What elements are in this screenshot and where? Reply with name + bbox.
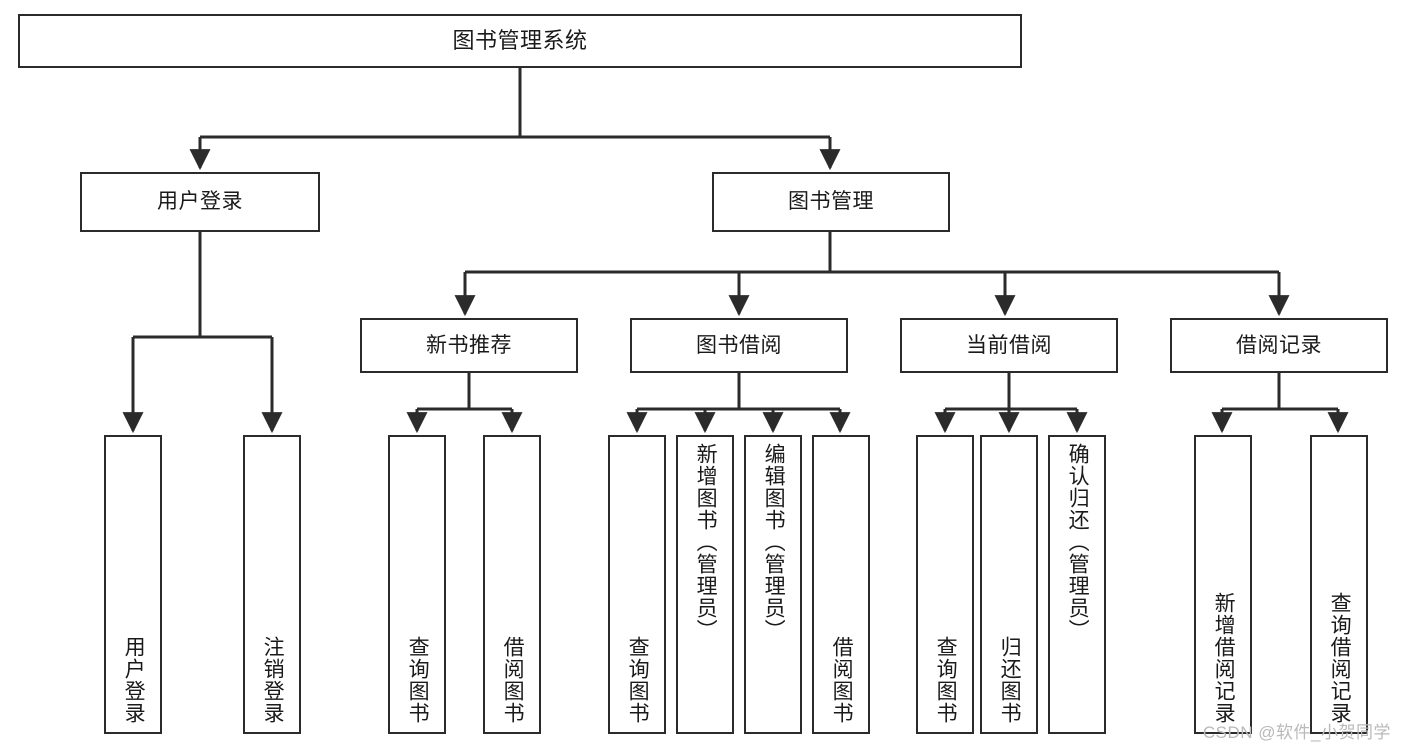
node-user-login-label: 用户登录 — [157, 190, 243, 214]
leaf-confirm-return-admin[interactable]: 确认归还（管理员） — [1048, 435, 1106, 734]
node-book-management-label: 图书管理 — [788, 190, 874, 214]
leaf-user-login[interactable]: 用户登录 — [104, 435, 162, 734]
leaf-query-book-new-label: 查询图书 — [406, 636, 430, 724]
leaf-edit-book-admin[interactable]: 编辑图书（管理员） — [744, 435, 802, 734]
leaf-logout-label: 注销登录 — [261, 636, 285, 724]
leaf-return-book[interactable]: 归还图书 — [980, 435, 1038, 734]
leaf-add-borrow-record-label: 新增借阅记录 — [1212, 592, 1236, 724]
leaf-query-book-current[interactable]: 查询图书 — [916, 435, 974, 734]
node-root[interactable]: 图书管理系统 — [18, 14, 1022, 68]
node-borrow-record-label: 借阅记录 — [1236, 333, 1322, 357]
node-book-management[interactable]: 图书管理 — [712, 172, 950, 232]
node-root-label: 图书管理系统 — [452, 27, 588, 53]
leaf-borrow-book-label: 借阅图书 — [830, 636, 854, 724]
leaf-user-login-label: 用户登录 — [122, 636, 146, 724]
leaf-query-book-new[interactable]: 查询图书 — [388, 435, 446, 734]
leaf-return-book-label: 归还图书 — [998, 636, 1022, 724]
node-new-book-recommend[interactable]: 新书推荐 — [360, 318, 578, 373]
node-book-borrow-label: 图书借阅 — [696, 333, 782, 357]
leaf-query-book-borrow[interactable]: 查询图书 — [608, 435, 666, 734]
node-book-borrow[interactable]: 图书借阅 — [630, 318, 848, 373]
leaf-add-book-admin-label: 新增图书（管理员） — [694, 443, 718, 641]
leaf-add-borrow-record[interactable]: 新增借阅记录 — [1194, 435, 1252, 734]
leaf-query-book-current-label: 查询图书 — [934, 636, 958, 724]
leaf-query-borrow-record-label: 查询借阅记录 — [1328, 592, 1352, 724]
node-new-book-recommend-label: 新书推荐 — [426, 333, 512, 357]
node-user-login[interactable]: 用户登录 — [80, 172, 320, 232]
leaf-logout[interactable]: 注销登录 — [243, 435, 301, 734]
node-current-borrow-label: 当前借阅 — [966, 333, 1052, 357]
leaf-confirm-return-admin-label: 确认归还（管理员） — [1066, 443, 1090, 641]
leaf-borrow-book-new-label: 借阅图书 — [501, 636, 525, 724]
node-borrow-record[interactable]: 借阅记录 — [1170, 318, 1388, 373]
leaf-query-borrow-record[interactable]: 查询借阅记录 — [1310, 435, 1368, 734]
leaf-borrow-book[interactable]: 借阅图书 — [812, 435, 870, 734]
leaf-add-book-admin[interactable]: 新增图书（管理员） — [676, 435, 734, 734]
leaf-query-book-borrow-label: 查询图书 — [626, 636, 650, 724]
node-current-borrow[interactable]: 当前借阅 — [900, 318, 1118, 373]
leaf-edit-book-admin-label: 编辑图书（管理员） — [762, 443, 786, 641]
leaf-borrow-book-new[interactable]: 借阅图书 — [483, 435, 541, 734]
